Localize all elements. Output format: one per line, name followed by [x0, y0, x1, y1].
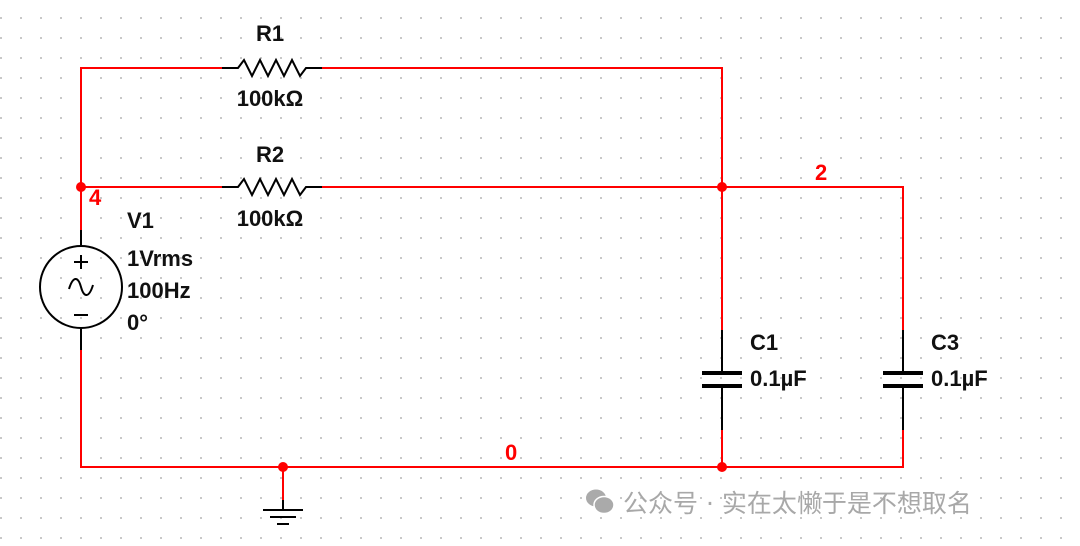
- wire-node2: [322, 186, 904, 330]
- node-2-label: 2: [815, 160, 827, 185]
- c1-value: 0.1µF: [750, 366, 807, 391]
- wire-r1-right: [322, 67, 723, 330]
- junction-dot: [76, 182, 86, 192]
- wires: [80, 67, 904, 500]
- c1-label: C1: [750, 330, 778, 355]
- capacitor-c1[interactable]: [702, 330, 742, 430]
- voltage-source-v1[interactable]: [39, 230, 123, 350]
- v1-frequency: 100Hz: [127, 278, 191, 303]
- wire-left-top: [80, 67, 222, 230]
- c3-value: 0.1µF: [931, 366, 988, 391]
- resistor-r1[interactable]: [222, 57, 322, 79]
- junction-dot: [717, 182, 727, 192]
- watermark: 公众号 · 实在太懒于是不想取名: [585, 484, 972, 520]
- v1-label: V1: [127, 208, 154, 233]
- r1-label: R1: [256, 21, 284, 46]
- watermark-text: 公众号 · 实在太懒于是不想取名: [623, 489, 972, 518]
- wechat-icon: [586, 489, 615, 515]
- r1-value: 100kΩ: [237, 86, 304, 111]
- capacitor-c3[interactable]: [883, 330, 923, 430]
- junctions: [76, 182, 727, 472]
- c3-label: C3: [931, 330, 959, 355]
- junction-dot: [278, 462, 288, 472]
- wire-ground-bus: [80, 350, 904, 468]
- v1-phase: 0°: [127, 310, 148, 335]
- node-0-label: 0: [505, 440, 517, 465]
- junction-dot: [717, 462, 727, 472]
- ground-symbol[interactable]: [263, 500, 303, 525]
- r2-label: R2: [256, 142, 284, 167]
- r2-value: 100kΩ: [237, 206, 304, 231]
- sine-icon: [68, 278, 94, 296]
- v1-amplitude: 1Vrms: [127, 246, 193, 271]
- node-4-label: 4: [89, 185, 102, 210]
- resistor-r2[interactable]: [222, 176, 322, 198]
